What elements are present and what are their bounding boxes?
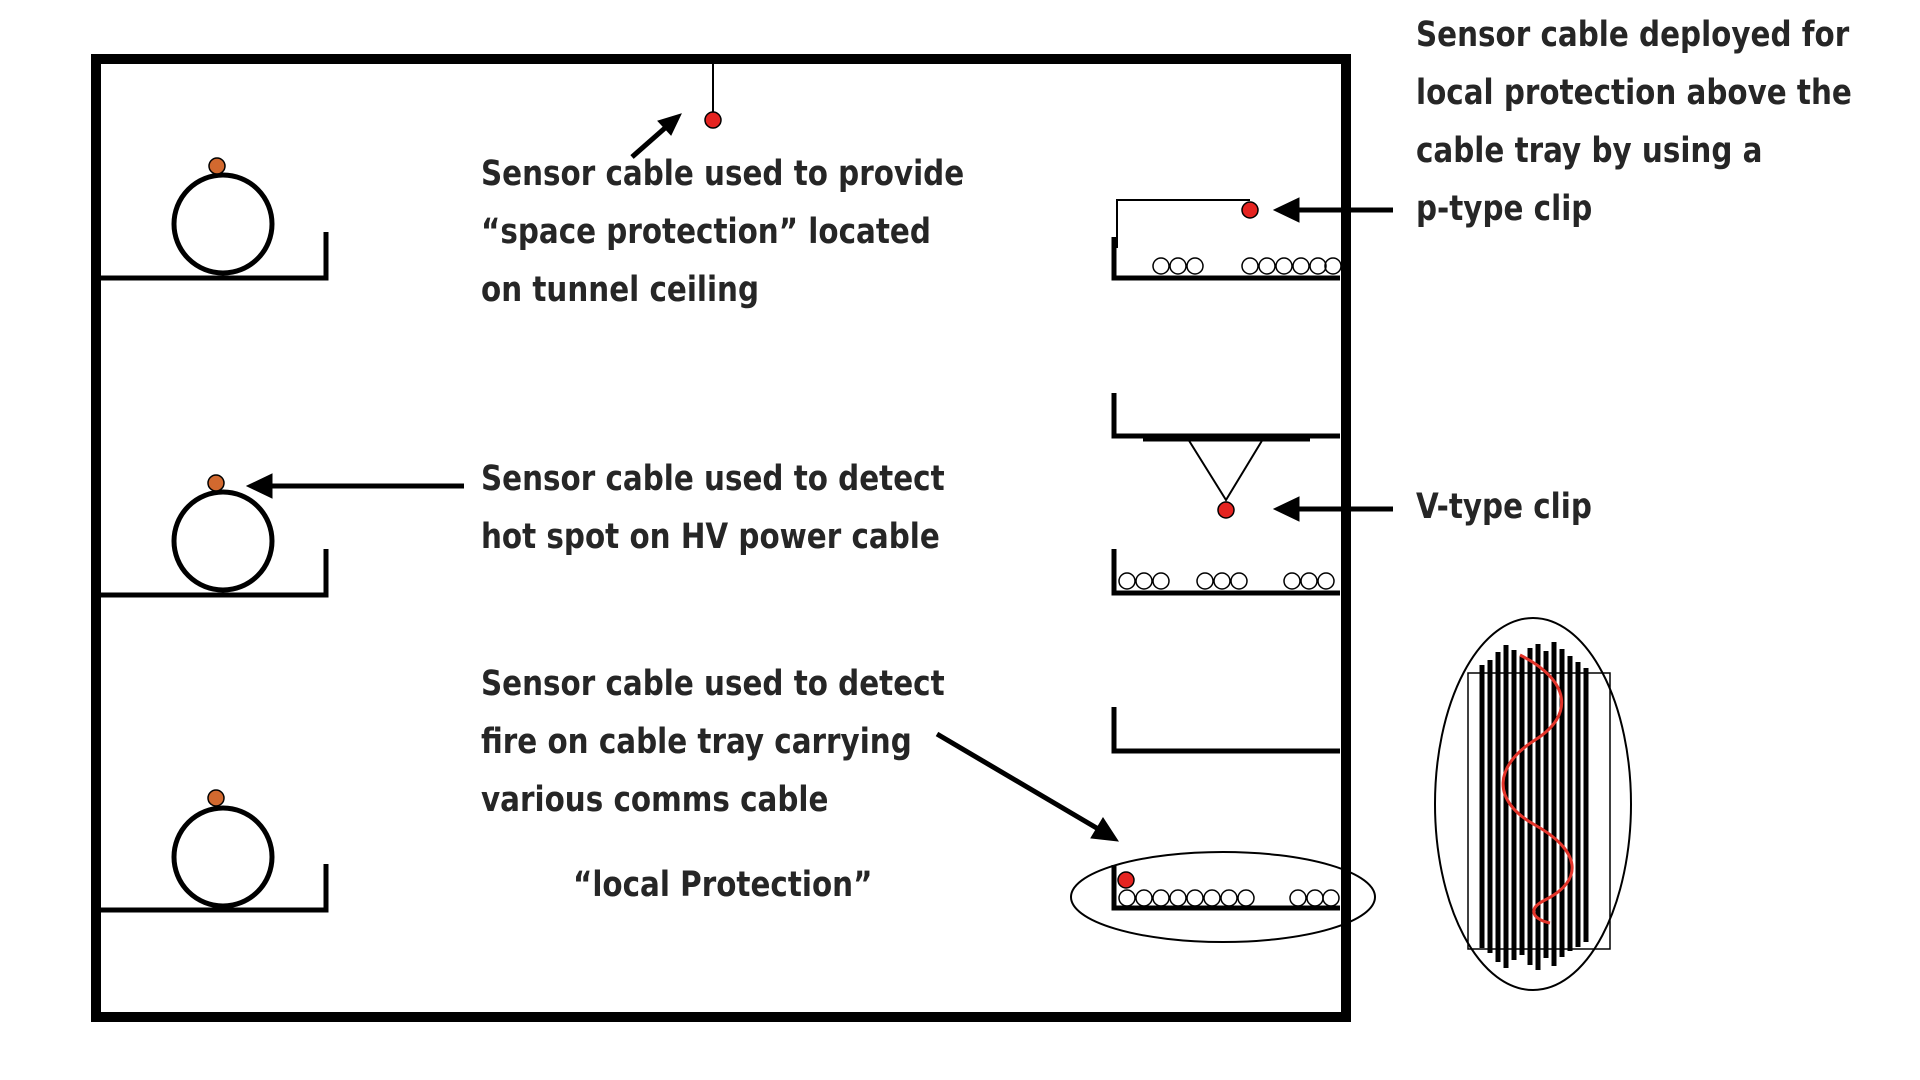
comms-cables [1118,889,1340,907]
v-clip-sensor-dot [1217,501,1235,519]
cable-tray-lower-middle [1111,549,1340,596]
label-line: “space protection” located [481,212,931,252]
label-local-protection: “local Protection” [573,856,872,914]
arrow-to-ceiling-sensor [630,113,682,159]
tray-sensor-dot [1117,871,1135,889]
label-line: hot spot on HV power cable [481,517,940,557]
comms-cables [1152,257,1342,275]
cable-tray-bottom [1070,851,1376,943]
label-line: on tunnel ceiling [481,270,760,310]
label-line: V-type clip [1416,487,1592,527]
label-hot-spot: Sensor cable used to detect hot spot on … [481,450,945,566]
cable-tray-empty [1111,707,1340,754]
sensor-cable-dot [207,474,225,492]
label-line: Sensor cable used to detect [481,664,945,704]
p-clip-sensor-dot [1241,201,1259,219]
tunnel-outline [91,54,1351,1022]
label-line: p-type clip [1416,189,1593,229]
sensor-cable-dot [207,789,225,807]
arrow-to-v-type-clip [1272,496,1393,522]
hv-cable-shelf-middle [98,474,329,598]
cable-tray-upper-middle [1111,393,1340,519]
hv-power-cable [171,489,275,593]
label-line: Sensor cable used to detect [481,459,945,499]
label-line: cable tray by using a [1416,131,1763,171]
cable-tray-top [1111,199,1342,281]
label-v-type-clip: V-type clip [1416,478,1592,536]
label-line: various comms cable [481,780,829,820]
p-type-clip [1116,199,1250,248]
label-line: local protection above the [1416,73,1852,113]
label-line: fire on cable tray carrying [481,722,912,762]
hv-cable-shelf-top [98,157,329,281]
label-space-protection: Sensor cable used to provide “space prot… [481,145,964,319]
label-p-type-clip: Sensor cable deployed for local protecti… [1416,6,1852,238]
label-fire-tray: Sensor cable used to detect fire on cabl… [481,655,945,829]
v-type-clip [1187,438,1264,502]
comms-cables [1118,572,1335,590]
arrow-to-hv-cable [245,473,464,499]
cable-bundle-detail [1434,617,1632,991]
label-line: “local Protection” [573,865,873,905]
local-protection-highlight [1070,851,1376,943]
hv-cable-shelf-bottom [98,789,329,913]
arrow-to-p-type-clip [1272,197,1393,223]
arrow-to-cable-tray [935,731,1119,842]
label-line: Sensor cable used to provide [481,154,965,194]
ceiling-sensor-dot [704,111,722,129]
sensor-cable-dot [208,157,226,175]
hv-power-cable [171,172,275,276]
label-line: Sensor cable deployed for [1416,15,1850,55]
hv-power-cable [171,805,275,909]
